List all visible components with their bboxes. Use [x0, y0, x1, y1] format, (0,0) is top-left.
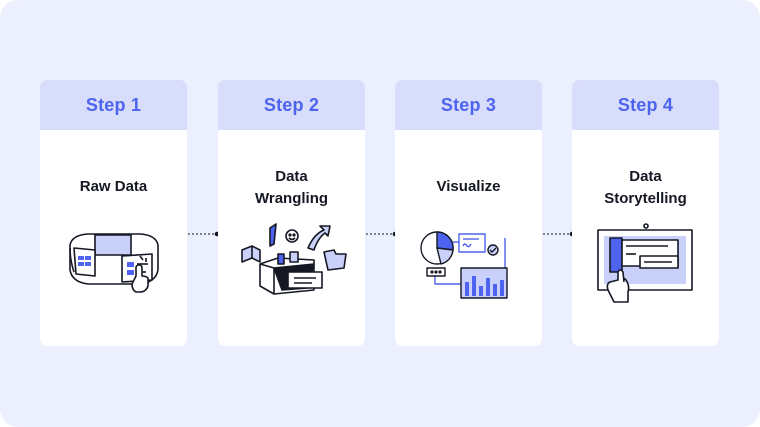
- step-label: Step 4: [617, 94, 674, 115]
- step-connector: [543, 231, 575, 237]
- step-title: Data Storytelling: [572, 166, 719, 210]
- step-title-line: Data: [629, 168, 662, 185]
- step-title: Data Wrangling: [218, 166, 365, 210]
- visualize-illustration: [420, 231, 508, 299]
- step-connector: [188, 231, 220, 237]
- step-card-header: Step 1: [40, 80, 187, 130]
- step-label: Step 3: [440, 94, 497, 115]
- step-title-line: Wrangling: [254, 190, 329, 207]
- step-card-2: Step 2 Data Wrangling: [218, 80, 365, 346]
- step-card-3: Step 3 Visualize: [395, 80, 542, 346]
- step-card-header: Step 4: [572, 80, 719, 130]
- data-storytelling-illustration: [597, 223, 693, 303]
- step-title: Raw Data: [40, 176, 187, 198]
- step-title-line: Data: [275, 168, 308, 185]
- step-card-4: Step 4 Data Storytelling: [572, 80, 719, 346]
- step-connector: [366, 231, 398, 237]
- step-card-header: Step 3: [395, 80, 542, 130]
- data-wrangling-illustration: [241, 223, 347, 295]
- step-label: Step 1: [85, 94, 142, 115]
- step-card-header: Step 2: [218, 80, 365, 130]
- step-card-1: Step 1 Raw Data: [40, 80, 187, 346]
- step-title-line: Visualize: [436, 178, 501, 195]
- step-label: Step 2: [263, 94, 320, 115]
- step-title-line: Storytelling: [604, 190, 687, 207]
- raw-data-illustration: [69, 233, 159, 293]
- step-title-line: Raw Data: [79, 178, 148, 195]
- step-title: Visualize: [395, 176, 542, 198]
